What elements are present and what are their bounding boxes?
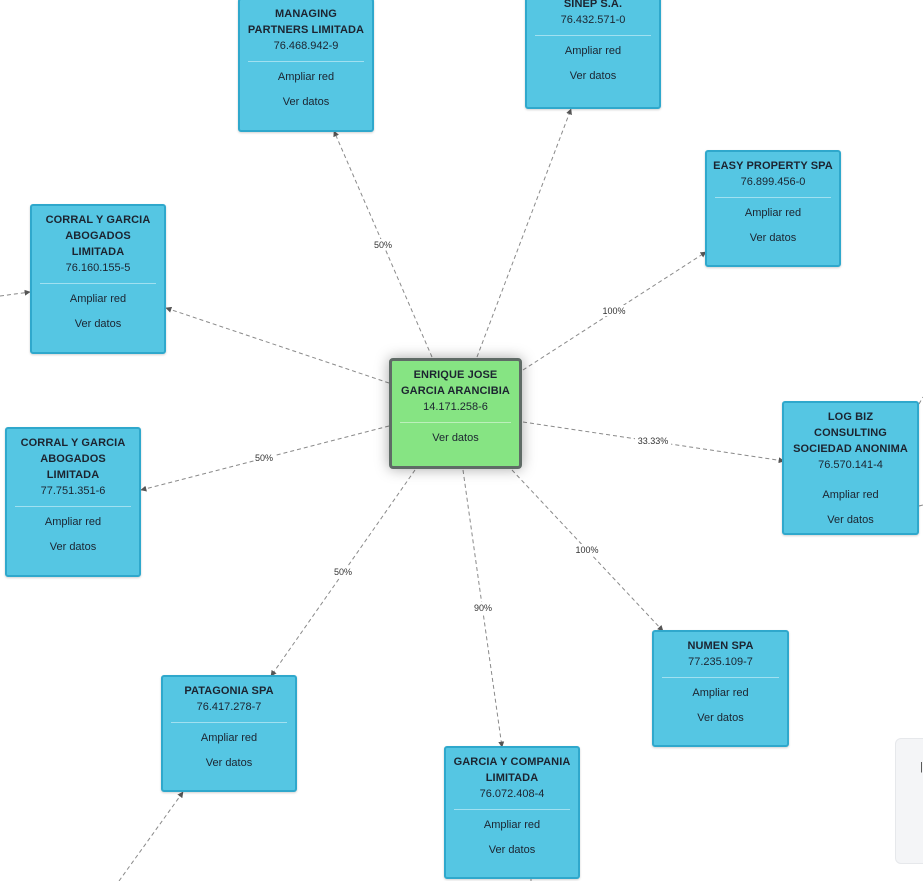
view-data-button[interactable]: Ver datos xyxy=(282,96,330,108)
node-divider xyxy=(15,506,131,507)
expand-network-button[interactable]: Ampliar red xyxy=(277,71,335,83)
edge-offscreen-right-bottom xyxy=(918,504,923,507)
node-numen[interactable]: NUMEN SPA 77.235.109-7 Ampliar red Ver d… xyxy=(652,630,789,747)
edge-numen xyxy=(511,469,664,632)
node-divider xyxy=(715,197,831,198)
center-node-divider xyxy=(400,422,511,423)
edge-label-bg xyxy=(372,239,394,250)
edge-label-bg xyxy=(601,305,627,316)
edge-label-bg xyxy=(574,544,600,555)
node-corral-garcia-2[interactable]: CORRAL Y GARCIA ABOGADOS LIMITADA 77.751… xyxy=(5,427,141,577)
expand-network-button[interactable]: Ampliar red xyxy=(744,207,802,219)
view-data-button[interactable]: Ver datos xyxy=(488,844,536,856)
node-rut: 76.072.408-4 xyxy=(479,788,545,800)
node-corral-garcia-1[interactable]: CORRAL Y GARCIA ABOGADOS LIMITADA 76.160… xyxy=(30,204,166,354)
node-name: CORRAL Y GARCIA ABOGADOS LIMITADA xyxy=(45,214,151,258)
node-name: CORRAL Y GARCIA ABOGADOS LIMITADA xyxy=(20,437,126,481)
node-divider xyxy=(248,61,364,62)
edge-label-managing: 50% xyxy=(374,240,392,250)
node-rut: 76.160.155-5 xyxy=(65,262,131,274)
node-name: LOG BIZ CONSULTING SOCIEDAD ANONIMA xyxy=(793,411,908,455)
node-divider xyxy=(454,809,570,810)
expand-network-button[interactable]: Ampliar red xyxy=(69,293,127,305)
view-data-button[interactable]: Ver datos xyxy=(432,432,479,444)
node-rut: 76.468.942-9 xyxy=(273,40,339,52)
node-divider xyxy=(535,35,651,36)
node-rut: 76.417.278-7 xyxy=(196,701,262,713)
edge-label-bg xyxy=(253,452,275,463)
node-patagonia[interactable]: PATAGONIA SPA 76.417.278-7 Ampliar red V… xyxy=(161,675,297,792)
view-data-button[interactable]: Ver datos xyxy=(697,712,744,724)
edge-label-bg xyxy=(472,602,494,613)
node-name: PATAGONIA SPA xyxy=(184,685,274,697)
node-name: MANAGING PARTNERS LIMITADA xyxy=(247,8,365,36)
view-data-button[interactable]: Ver datos xyxy=(569,70,617,82)
node-sinep[interactable]: SINEP S.A. 76.432.571-0 Ampliar red Ver … xyxy=(525,0,661,109)
view-data-button[interactable]: Ver datos xyxy=(749,232,797,244)
expand-network-button[interactable]: Ampliar red xyxy=(200,732,258,744)
expand-network-button[interactable]: Ampliar red xyxy=(44,516,102,528)
node-easy-property[interactable]: EASY PROPERTY SPA 76.899.456-0 Ampliar r… xyxy=(705,150,841,267)
view-data-button[interactable]: Ver datos xyxy=(827,514,874,526)
expand-network-button[interactable]: Ampliar red xyxy=(483,819,541,831)
node-name: NUMEN SPA xyxy=(687,640,754,652)
edge-label-corral2: 50% xyxy=(255,453,273,463)
edge-label-easy: 100% xyxy=(602,306,625,316)
node-managing-partners[interactable]: MANAGING PARTNERS LIMITADA 76.468.942-9 … xyxy=(238,0,374,132)
edge-offscreen-bottom-left xyxy=(118,791,184,881)
side-panel[interactable]: | xyxy=(895,738,923,864)
edge-sinep xyxy=(476,108,572,358)
edge-managing xyxy=(333,130,433,358)
edge-label-numen: 100% xyxy=(575,545,598,555)
expand-network-button[interactable]: Ampliar red xyxy=(564,45,622,57)
view-data-button[interactable]: Ver datos xyxy=(74,318,122,330)
edge-garciacomp xyxy=(462,469,505,748)
edge-label-bg xyxy=(635,435,671,446)
node-name: SINEP S.A. xyxy=(563,0,623,10)
expand-network-button[interactable]: Ampliar red xyxy=(692,687,749,699)
node-rut: 77.751.351-6 xyxy=(40,485,106,497)
edge-label-patagonia: 50% xyxy=(334,567,352,577)
node-name: EASY PROPERTY SPA xyxy=(713,160,833,172)
node-rut: 76.570.141-4 xyxy=(818,459,883,471)
node-rut: 76.899.456-0 xyxy=(740,176,806,188)
edge-offscreen-right-top xyxy=(918,396,923,405)
node-divider xyxy=(662,677,779,678)
node-divider xyxy=(171,722,287,723)
center-node[interactable]: ENRIQUE JOSE GARCIA ARANCIBIA 14.171.258… xyxy=(389,358,522,469)
view-data-button[interactable]: Ver datos xyxy=(49,541,97,553)
edge-label-bg xyxy=(332,566,354,577)
node-rut: 76.432.571-0 xyxy=(560,14,626,26)
edge-corral1 xyxy=(165,306,390,384)
center-node-rut: 14.171.258-6 xyxy=(423,401,488,413)
edge-logbiz xyxy=(522,421,785,464)
node-log-biz[interactable]: LOG BIZ CONSULTING SOCIEDAD ANONIMA 76.5… xyxy=(782,401,919,535)
node-divider xyxy=(40,283,156,284)
expand-network-button[interactable]: Ampliar red xyxy=(822,489,879,501)
edge-label-garciacomp: 90% xyxy=(474,603,492,613)
edge-offscreen-left xyxy=(0,289,31,297)
center-node-name: ENRIQUE JOSE GARCIA ARANCIBIA xyxy=(401,369,510,397)
panel-icon: | xyxy=(920,761,923,773)
edge-label-logbiz: 33.33% xyxy=(638,436,669,446)
node-rut: 77.235.109-7 xyxy=(688,656,753,668)
node-name: GARCIA Y COMPANIA LIMITADA xyxy=(453,756,571,784)
view-data-button[interactable]: Ver datos xyxy=(205,757,253,769)
node-garcia-compania[interactable]: GARCIA Y COMPANIA LIMITADA 76.072.408-4 … xyxy=(444,746,580,879)
